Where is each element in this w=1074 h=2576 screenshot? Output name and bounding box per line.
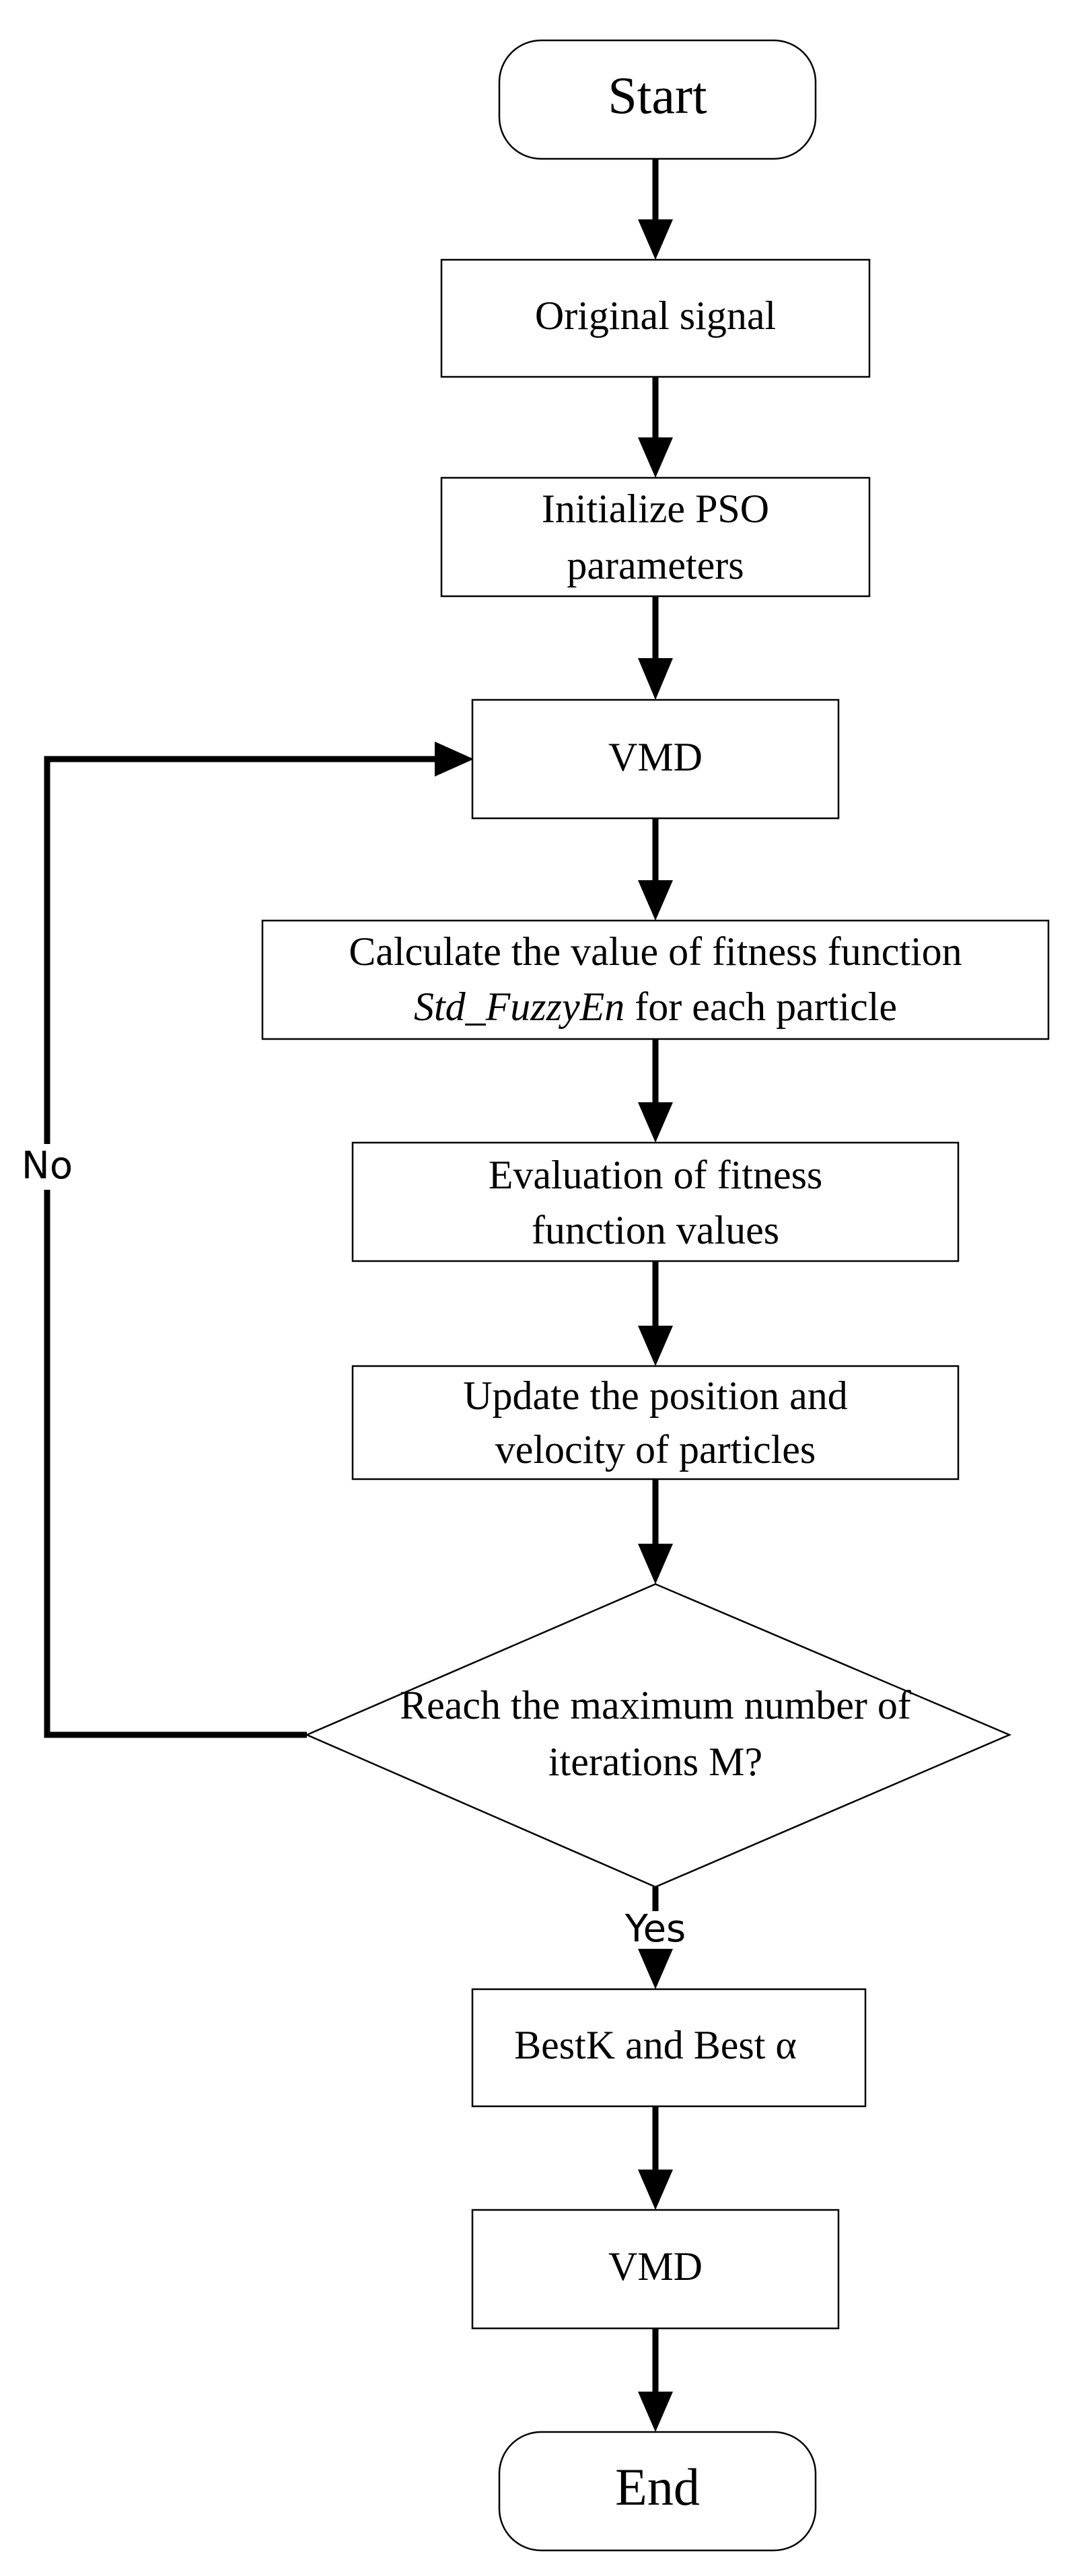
- decision-line1: Reach the maximum number of: [400, 1683, 911, 1727]
- start-label: Start: [608, 66, 707, 124]
- no-branch-label: No: [22, 1144, 73, 1188]
- calc-fitness-line2: Std_FuzzyEn for each particle: [414, 985, 897, 1029]
- original-signal-node: Original signal: [440, 258, 871, 378]
- arrowhead-loop: [435, 742, 474, 777]
- init-pso-node: Initialize PSO parameters: [440, 476, 871, 598]
- arrowhead: [638, 219, 673, 260]
- arrowhead: [638, 2392, 673, 2432]
- arrowhead: [638, 1544, 673, 1584]
- evaluate-line1: Evaluation of fitness: [489, 1153, 823, 1197]
- best-label: BestK and Best α: [514, 2023, 797, 2067]
- vmd-label-1: VMD: [608, 735, 703, 779]
- calc-fitness-line1: Calculate the value of fitness function: [349, 929, 962, 974]
- update-line1: Update the position and: [463, 1373, 848, 1418]
- yes-branch-label: Yes: [624, 1907, 686, 1951]
- decision-node: Reach the maximum number of iterations M…: [304, 1583, 1012, 1888]
- original-signal-label: Original signal: [535, 293, 776, 338]
- vmd-label-2: VMD: [608, 2244, 703, 2289]
- arrowhead: [638, 1326, 673, 1366]
- end-node: End: [498, 2431, 817, 2552]
- arrowhead: [638, 437, 673, 478]
- vmd-node-2: VMD: [471, 2209, 840, 2330]
- loop-back-no: [44, 756, 437, 1738]
- init-pso-line1: Initialize PSO: [542, 487, 769, 531]
- no-label-background: [13, 1144, 81, 1190]
- arrowhead: [638, 658, 673, 700]
- calc-fitness-node: Calculate the value of fitness function …: [261, 919, 1050, 1040]
- fitness-function-name: Std_FuzzyEn: [414, 985, 624, 1029]
- end-label: End: [615, 2458, 700, 2516]
- init-pso-line2: parameters: [567, 543, 744, 587]
- evaluate-line2: function values: [532, 1208, 779, 1252]
- connectors: [44, 159, 673, 2432]
- decision-line2: iterations M?: [548, 1740, 762, 1784]
- arrowhead: [638, 1102, 673, 1143]
- update-line2: velocity of particles: [495, 1427, 816, 1472]
- vmd-node-1: VMD: [471, 699, 840, 820]
- arrowhead: [638, 2170, 673, 2210]
- arrowhead: [638, 880, 673, 921]
- evaluate-node: Evaluation of fitness function values: [351, 1141, 960, 1262]
- update-node: Update the position and velocity of part…: [351, 1365, 960, 1480]
- arrowhead: [638, 1949, 673, 1989]
- calc-fitness-line2-rest: for each particle: [624, 985, 897, 1029]
- best-node: BestK and Best α: [471, 1988, 867, 2108]
- start-node: Start: [498, 39, 817, 160]
